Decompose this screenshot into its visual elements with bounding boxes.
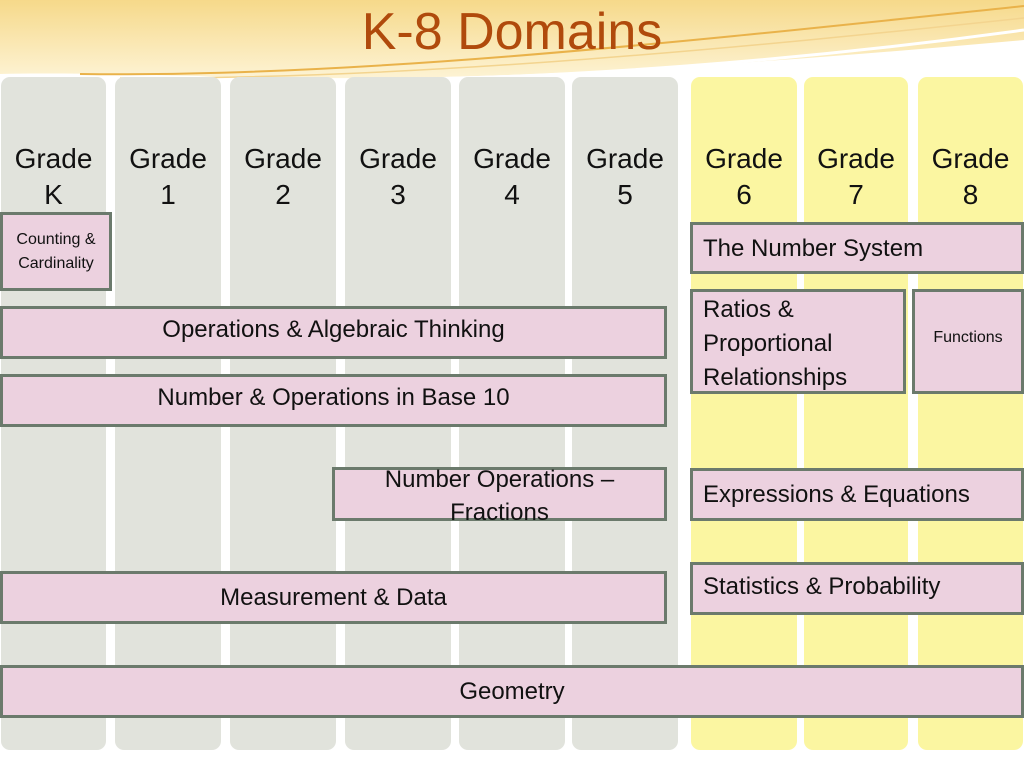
statistics-probability-label: Statistics & Probability	[703, 573, 941, 600]
grade-6-label: Grade 6	[705, 143, 783, 210]
expressions-equations-label: Expressions & Equations	[703, 481, 970, 508]
counting-cardinality-label: Counting & Cardinality	[16, 230, 96, 272]
number-operations-fractions-box: Number Operations – Fractions	[332, 466, 667, 526]
grade-6-column: Grade 6	[691, 77, 797, 750]
grade-8-column: Grade 8	[918, 77, 1023, 750]
ratios-proportional-box: Ratios & Proportional Relationships	[690, 289, 906, 394]
operations-algebraic-thinking-box: Operations & Algebraic Thinking	[0, 306, 667, 359]
grade-5-label: Grade 5	[586, 143, 664, 210]
grade-1-label: Grade 1	[129, 143, 207, 210]
number-system-box: The Number System	[690, 222, 1024, 274]
statistics-probability-box: Statistics & Probability	[690, 562, 1024, 615]
geometry-label: Geometry	[459, 678, 565, 705]
counting-cardinality-box: Counting & Cardinality	[0, 212, 112, 291]
slide-title: K-8 Domains	[361, 3, 663, 61]
grade-7-column: Grade 7	[804, 77, 908, 750]
grade-7-label: Grade 7	[817, 143, 895, 210]
grade-3-label: Grade 3	[359, 143, 437, 210]
grade-8-label: Grade 8	[931, 143, 1010, 210]
expressions-equations-box: Expressions & Equations	[690, 468, 1024, 521]
number-operations-base10-label: Number & Operations in Base 10	[157, 384, 510, 411]
grade-2-label: Grade 2	[244, 143, 322, 210]
title-banner-decoration	[0, 0, 1024, 82]
number-operations-fractions-label: Number Operations – Fractions	[384, 466, 615, 526]
number-operations-base10-box: Number & Operations in Base 10	[0, 374, 667, 427]
operations-algebraic-thinking-label: Operations & Algebraic Thinking	[162, 316, 505, 343]
geometry-box: Geometry	[0, 665, 1024, 718]
ratios-proportional-label: Ratios & Proportional Relationships	[703, 296, 848, 391]
measurement-data-box: Measurement & Data	[0, 571, 667, 624]
functions-label: Functions	[933, 328, 1003, 346]
number-system-label: The Number System	[703, 234, 924, 262]
measurement-data-label: Measurement & Data	[220, 584, 447, 611]
grade-k-label: Grade K	[14, 143, 93, 210]
grade-4-label: Grade 4	[473, 143, 551, 210]
functions-box: Functions	[912, 289, 1024, 394]
